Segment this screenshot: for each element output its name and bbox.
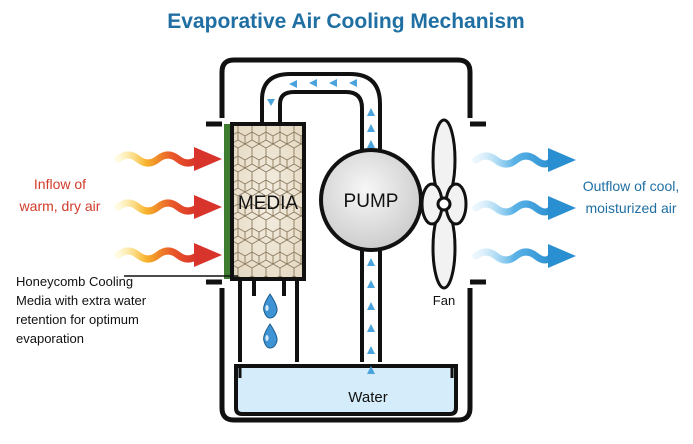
pipe-flow-arrows bbox=[267, 79, 375, 374]
cooler-housing bbox=[206, 57, 486, 423]
honeycomb-label-line4: evaporation bbox=[16, 331, 84, 346]
wavy-blue-arrow-icon bbox=[472, 148, 576, 268]
water-drop-icon bbox=[263, 293, 278, 349]
water-label: Water bbox=[348, 389, 387, 406]
page-title: Evaporative Air Cooling Mechanism bbox=[167, 10, 524, 33]
fan-label: Fan bbox=[433, 293, 455, 308]
media-wet-edge bbox=[224, 124, 230, 279]
cooling-media bbox=[230, 122, 306, 281]
water-feed-pipe bbox=[360, 240, 382, 362]
fan-icon bbox=[420, 118, 468, 290]
inflow-label-line1: Inflow of bbox=[34, 176, 86, 192]
honeycomb-label-line1: Honeycomb Cooling bbox=[16, 274, 133, 289]
honeycomb-label-line3: retention for optimum bbox=[16, 312, 139, 327]
wavy-red-arrow-icon bbox=[114, 147, 222, 267]
outflow-label-line2: moisturized air bbox=[585, 200, 676, 216]
water-distribution-pipe bbox=[260, 72, 382, 158]
outflow-label-line1: Outflow of cool, bbox=[583, 178, 680, 194]
inflow-label-line2: warm, dry air bbox=[19, 198, 101, 214]
drip-tray bbox=[238, 281, 299, 362]
media-label: MEDIA bbox=[238, 193, 299, 214]
honeycomb-label-line2: Media with extra water bbox=[16, 293, 147, 308]
water-reservoir bbox=[234, 364, 458, 416]
pump-label: PUMP bbox=[344, 191, 399, 212]
